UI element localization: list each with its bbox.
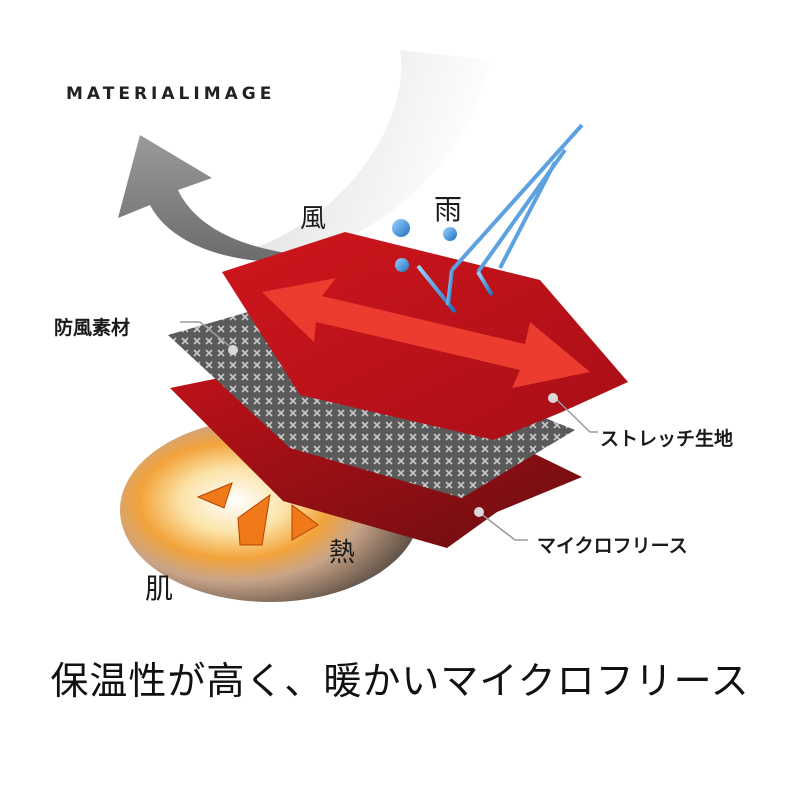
- windproof-material-label: 防風素材: [54, 317, 131, 339]
- wind-label: 風: [300, 204, 327, 234]
- leader-dots: [228, 345, 558, 517]
- skin-label: 肌: [145, 572, 174, 605]
- rain-label: 雨: [434, 193, 463, 226]
- wind-arrow-icon: [118, 135, 300, 263]
- stretch-fabric-label: ストレッチ生地: [600, 428, 734, 450]
- raindrop-icon: [392, 219, 457, 272]
- leader-lines: [180, 321, 598, 541]
- rain-streaks: [416, 123, 584, 314]
- brand-logo-text: MATERIALIMAGE: [66, 84, 276, 104]
- heat-label: 熱: [329, 538, 356, 568]
- caption-text: 保温性が高く、暖かいマイクロフリース: [50, 659, 750, 703]
- stretch-double-arrow-icon: [262, 278, 590, 388]
- heat-arrow-icon: [196, 482, 319, 546]
- microfleece-label: マイクロフリース: [537, 535, 688, 557]
- wind-swoosh: [250, 50, 490, 262]
